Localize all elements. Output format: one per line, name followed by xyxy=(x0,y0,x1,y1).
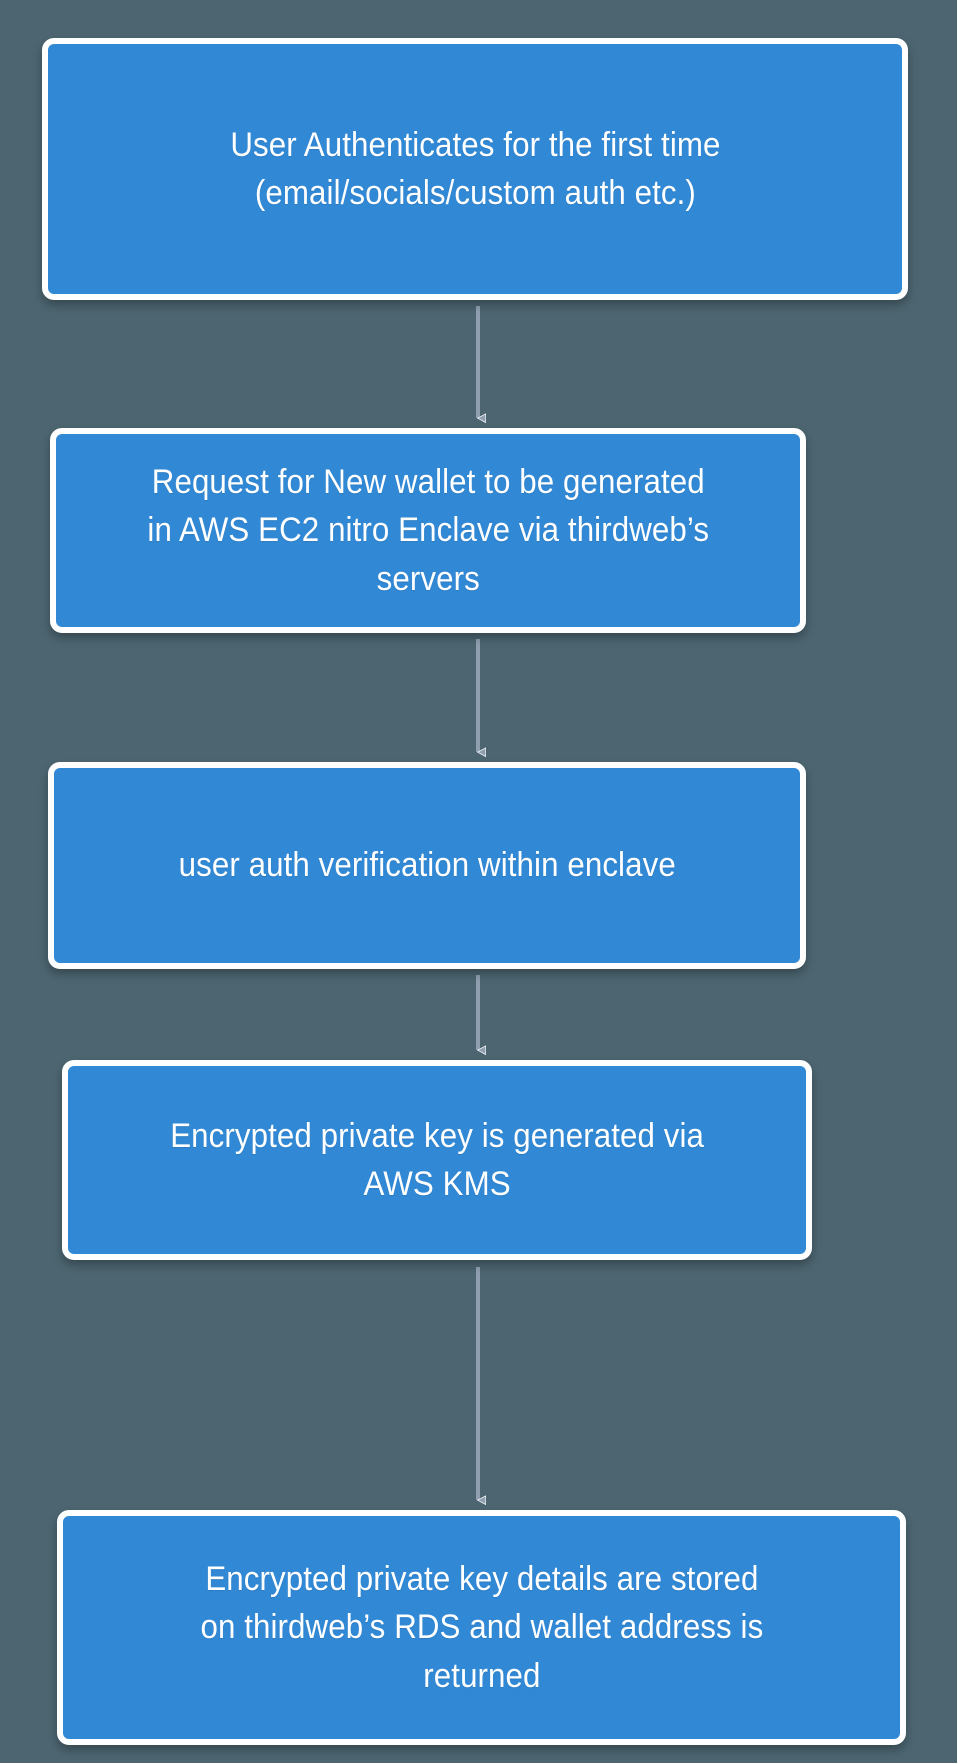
flow-node-1-label: User Authenticates for the first time (e… xyxy=(229,125,721,212)
flow-node-5-label: Encrypted private key details are stored… xyxy=(200,1560,763,1695)
flow-node-2[interactable]: Request for New wallet to be generated i… xyxy=(50,428,806,633)
flow-node-3[interactable]: user auth verification within enclave xyxy=(48,762,806,969)
flow-node-5[interactable]: Encrypted private key details are stored… xyxy=(57,1510,906,1745)
flow-node-2-label: Request for New wallet to be generated i… xyxy=(147,463,709,598)
flow-node-4-label: Encrypted private key is generated via A… xyxy=(170,1116,704,1203)
flow-node-3-label: user auth verification within enclave xyxy=(178,846,676,885)
flow-node-1[interactable]: User Authenticates for the first time (e… xyxy=(42,38,908,300)
flow-node-4[interactable]: Encrypted private key is generated via A… xyxy=(62,1060,812,1260)
